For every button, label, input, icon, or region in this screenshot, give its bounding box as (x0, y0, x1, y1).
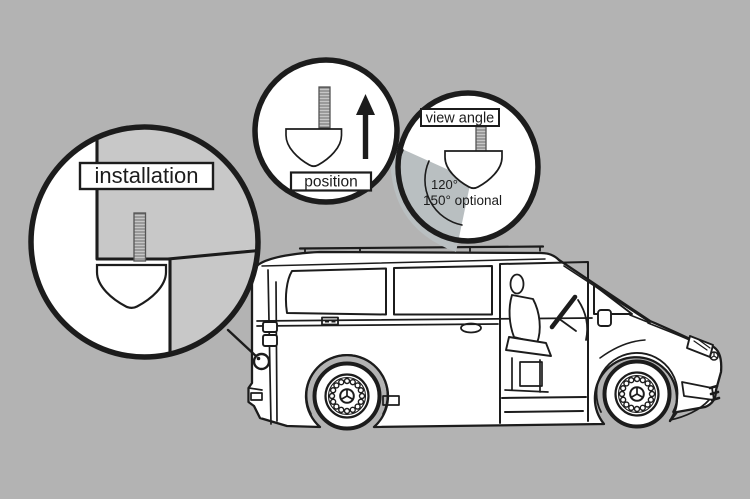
position-label-box (289, 171, 373, 192)
wheel-bolts (618, 375, 656, 413)
front-wheel (595, 352, 679, 429)
side-windows (284, 265, 651, 324)
threaded-stud-icon (318, 86, 331, 129)
rear-door-hinge (262, 321, 278, 333)
installation-label-box (78, 161, 215, 191)
sliding-door-handle (460, 322, 482, 334)
rear-details (248, 269, 400, 425)
rear-side-window (284, 267, 387, 316)
installation-label: installation (95, 163, 199, 188)
view-angle-ring (395, 90, 541, 244)
angle-arc-120 (424, 160, 463, 226)
up-arrow-icon (356, 94, 375, 159)
rear-door-hinge (262, 334, 278, 347)
door-hardware (321, 309, 612, 334)
steering-wheel (549, 294, 578, 330)
view-angle-callout: view angle 120° 150° optional (390, 90, 541, 252)
underbody-bracket (382, 395, 400, 406)
installation-callout: installation (28, 124, 261, 360)
view-angle-label-box (420, 108, 500, 127)
position-callout: position (252, 57, 400, 205)
seat-base-box (519, 361, 543, 387)
open-doorway-interior (499, 261, 589, 424)
installation-ring (28, 124, 261, 360)
sliding-door-rear-handle (321, 316, 339, 326)
rear-bumper-detail (250, 392, 263, 401)
rear-wheel (305, 354, 389, 431)
angle-150-optional-label: 150° optional (423, 193, 502, 208)
leader-line (226, 328, 259, 359)
seat-headrest (509, 273, 525, 295)
threaded-stud-icon (475, 125, 487, 153)
wheel-star (340, 389, 354, 400)
roof-rails (261, 245, 546, 267)
wheel-star (630, 387, 644, 398)
mid-side-window (393, 265, 493, 316)
seat-back (508, 294, 541, 344)
van-side-view-illustration (247, 245, 723, 431)
angle-120-label: 120° (431, 177, 458, 192)
side-mirror (597, 309, 612, 327)
marker-dot (256, 356, 261, 361)
threaded-stud-icon (133, 212, 147, 262)
dashboard-line (577, 299, 589, 341)
seat-cushion (505, 336, 552, 357)
camera-location-marker (252, 352, 271, 371)
view-angle-label: view angle (426, 111, 495, 127)
front-details (599, 322, 721, 421)
wheel-bolts (328, 377, 366, 415)
position-label: position (304, 174, 357, 191)
